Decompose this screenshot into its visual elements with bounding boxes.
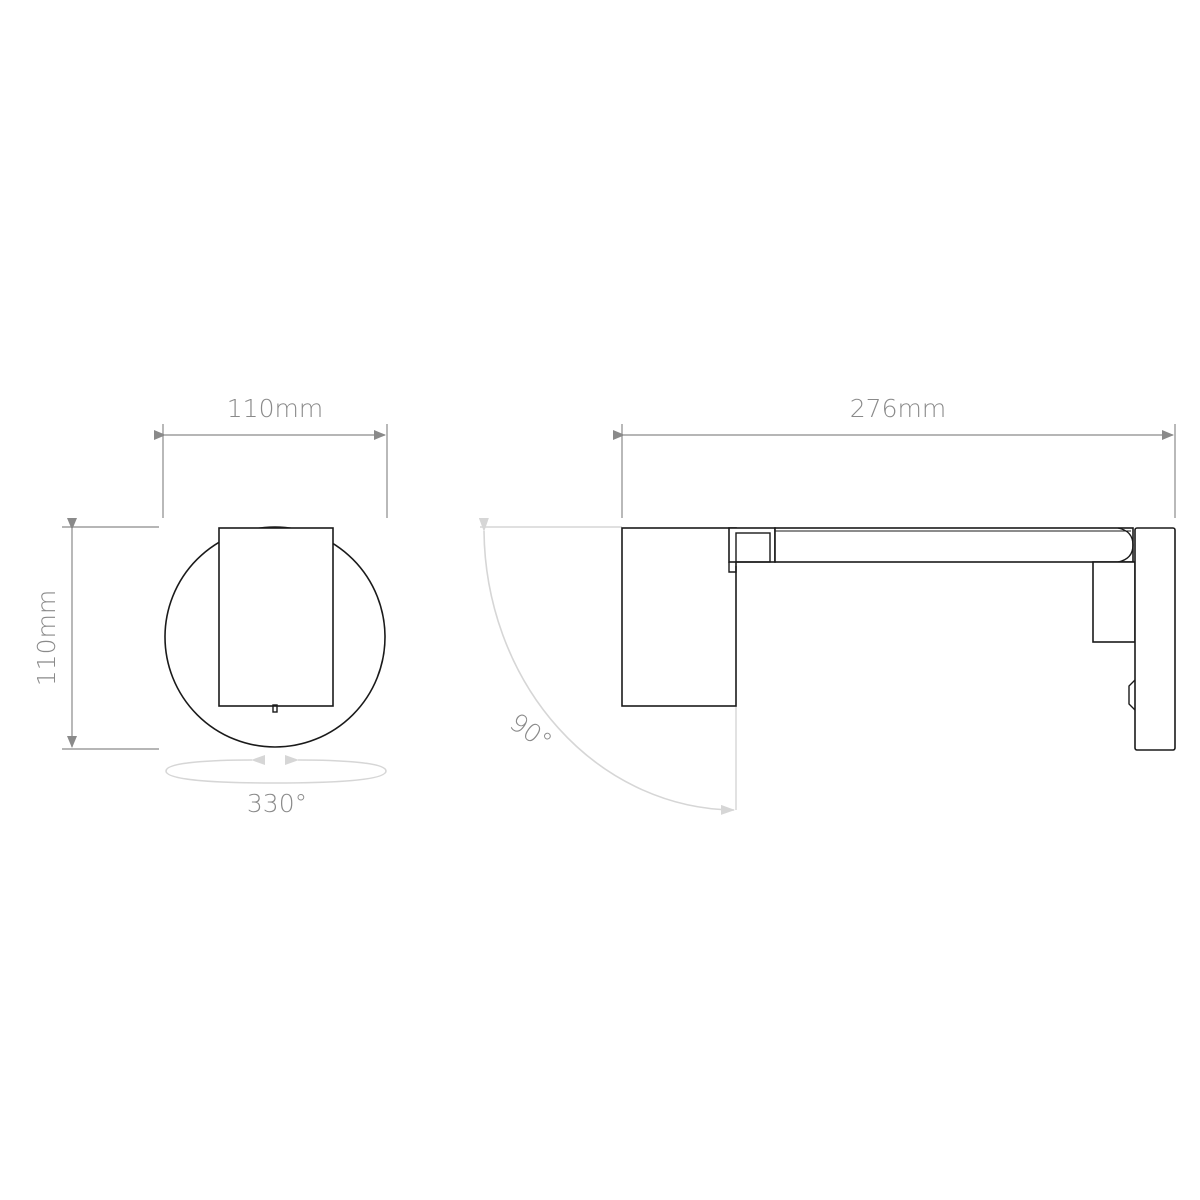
lamp-arm	[774, 527, 1134, 563]
side-view: 276mm 90°	[478, 394, 1176, 815]
arm-end-cap	[1117, 527, 1134, 563]
wall-plate-side	[1134, 527, 1176, 751]
side-length-dimension: 276mm	[613, 394, 1176, 518]
rotation-arc-right	[274, 754, 387, 784]
tilt-label: 90°	[504, 707, 557, 756]
front-height-label: 110mm	[32, 590, 61, 686]
rotation-label: 330°	[247, 789, 307, 818]
tilt-arc	[478, 517, 735, 815]
arm-joint-inner	[735, 532, 771, 563]
mount-block	[1092, 561, 1136, 643]
joint-bracket	[728, 562, 737, 573]
front-width-dimension: 110mm	[154, 394, 388, 518]
side-length-label: 276mm	[850, 394, 946, 423]
lamp-head-front	[218, 527, 334, 707]
front-width-label: 110mm	[227, 394, 323, 423]
front-height-dimension: 110mm	[32, 518, 159, 750]
switch-toggle	[1128, 679, 1136, 711]
front-view: 110mm 110mm 330°	[32, 394, 388, 818]
rotation-indicator: 330°	[165, 754, 387, 818]
lamp-head-tab	[272, 704, 278, 713]
rotation-arc-left	[165, 754, 276, 784]
lamp-head-side	[621, 527, 737, 707]
